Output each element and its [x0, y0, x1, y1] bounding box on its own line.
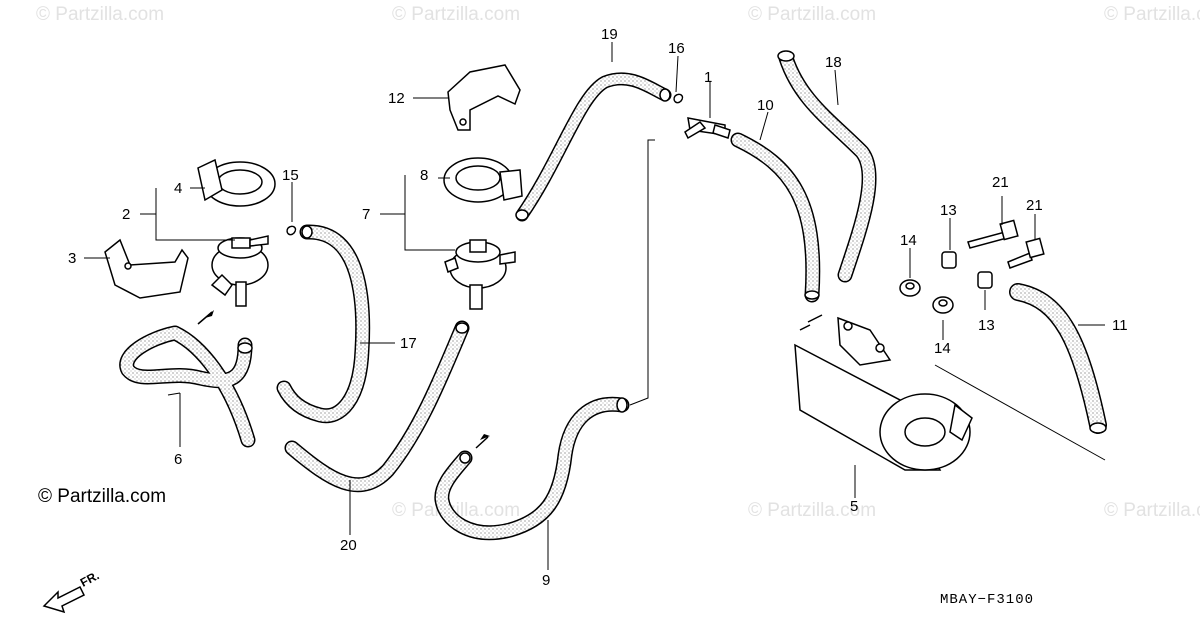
- watermark: © Partzilla.com: [748, 500, 877, 521]
- figure-code: MBAY−F3100: [940, 592, 1035, 608]
- callout-6: 6: [174, 451, 183, 468]
- watermark: © Partzilla.com: [36, 4, 165, 25]
- watermark: © Partzilla.com: [392, 4, 521, 25]
- callout-1: 1: [704, 69, 713, 86]
- callout-12: 12: [388, 90, 405, 107]
- callout-16: 16: [668, 40, 685, 57]
- arrow-icon: [480, 434, 490, 440]
- clip-15: [286, 225, 297, 236]
- hose-19: [515, 72, 672, 222]
- tube-joint-1: [684, 117, 731, 140]
- callout-11: 11: [1112, 317, 1128, 334]
- callout-14: 14: [900, 232, 917, 249]
- bracket-12: [447, 64, 521, 131]
- hose-11: [1009, 283, 1107, 434]
- canister-5: [794, 314, 973, 471]
- copyright-label: © Partzilla.com: [38, 486, 167, 507]
- hose-9: [434, 396, 630, 541]
- watermark: © Partzilla.com: [748, 4, 877, 25]
- hose-20: [284, 320, 470, 493]
- callout-10: 10: [757, 97, 774, 114]
- callout-8: 8: [420, 167, 429, 184]
- bracket-3: [104, 238, 189, 299]
- collar-13: [941, 251, 993, 289]
- callout-3: 3: [68, 250, 77, 267]
- callout-9: 9: [542, 572, 551, 589]
- callout-13: 13: [940, 202, 957, 219]
- valve-2: [210, 235, 269, 307]
- clamp-ring-4: [197, 158, 276, 207]
- callout-7: 7: [362, 206, 371, 223]
- callout-2: 2: [122, 206, 131, 223]
- watermark: © Partzilla.com: [1104, 500, 1200, 521]
- callout-13b: 13: [978, 317, 995, 334]
- callout-5: 5: [850, 498, 859, 515]
- callout-20: 20: [340, 537, 357, 554]
- callout-18: 18: [825, 54, 842, 71]
- hose-6: [119, 325, 256, 448]
- hose-10: [730, 132, 821, 303]
- hose-18: [778, 50, 877, 283]
- clip-16: [673, 93, 684, 104]
- bolt-21: [967, 219, 1045, 269]
- callout-4: 4: [174, 180, 183, 197]
- callout-17: 17: [400, 335, 417, 352]
- callout-19: 19: [601, 26, 618, 43]
- clamp-ring-8: [443, 157, 523, 203]
- valve-7: [444, 239, 516, 310]
- callout-21b: 21: [1026, 197, 1043, 214]
- callout-14b: 14: [934, 340, 951, 357]
- callout-21: 21: [992, 174, 1009, 191]
- front-arrow-icon: [42, 585, 86, 614]
- watermark: © Partzilla.com: [1104, 4, 1200, 25]
- grommet-14: [899, 279, 954, 314]
- callout-15: 15: [282, 167, 299, 184]
- hose-17: [276, 224, 371, 424]
- watermark: © Partzilla.com: [392, 500, 521, 521]
